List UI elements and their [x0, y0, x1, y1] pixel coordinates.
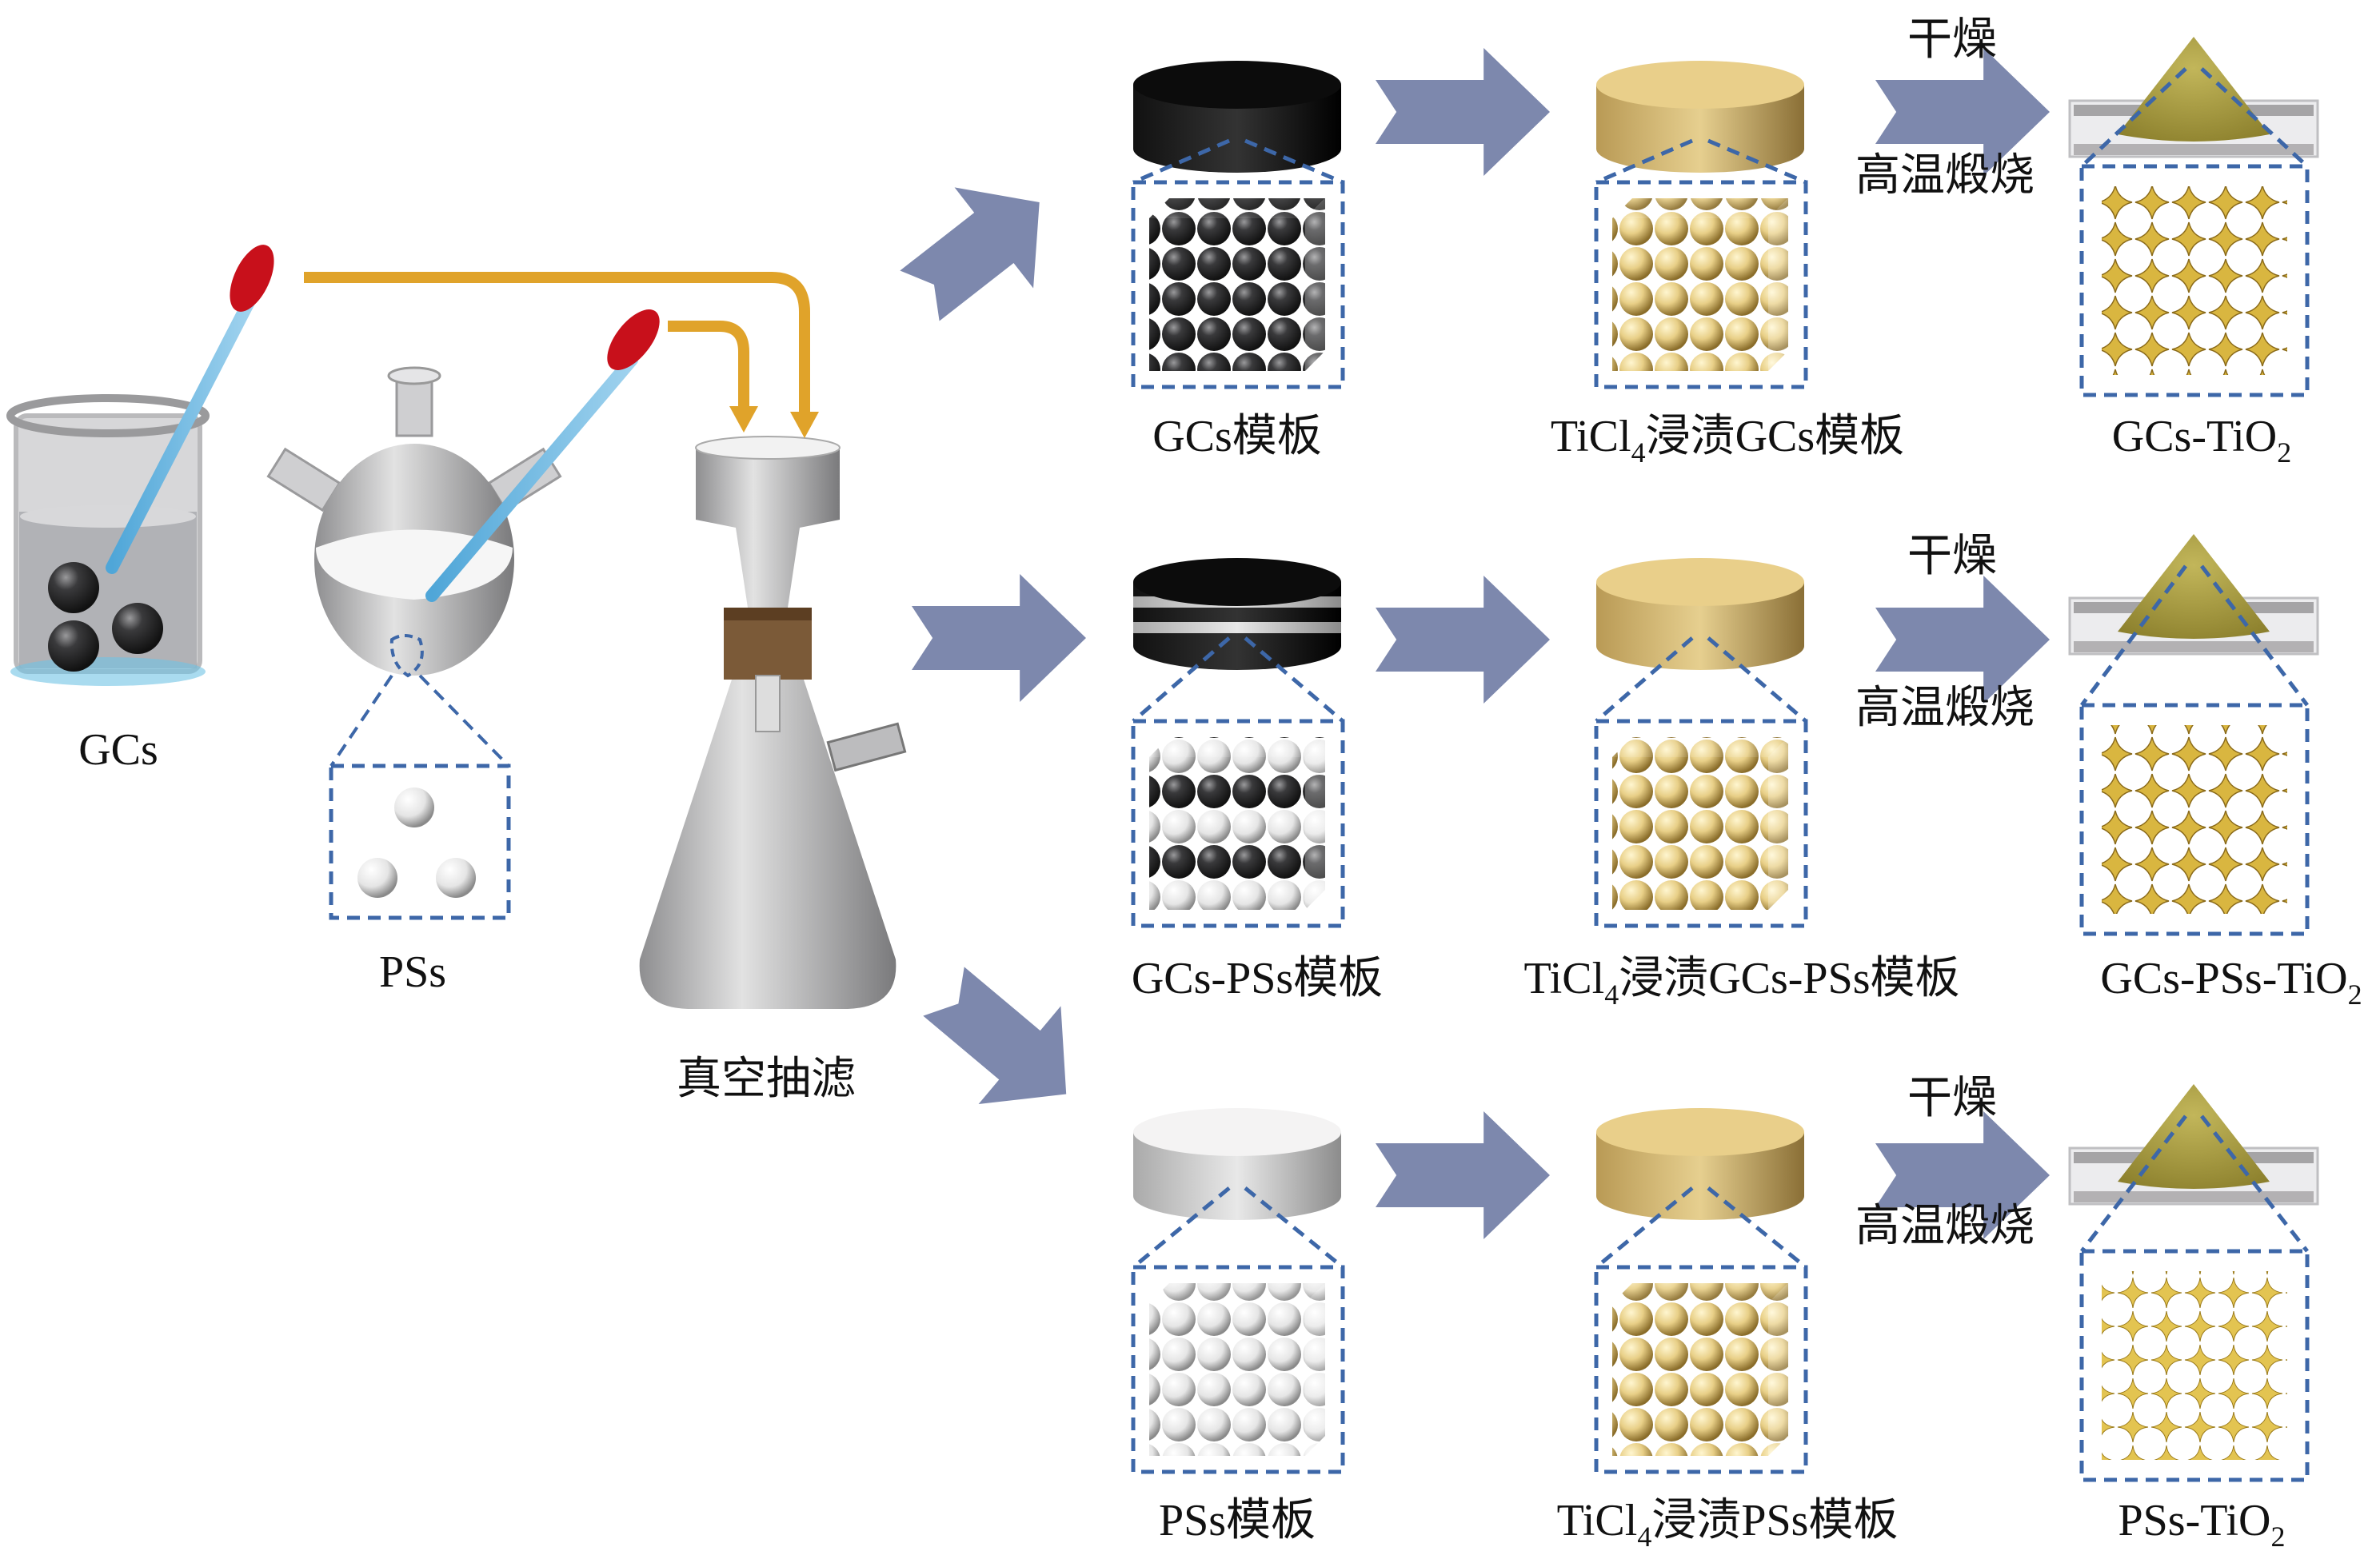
- tio2-inverse-opal-row3: [2102, 1271, 2287, 1460]
- product-powder-boat-row3: [2068, 1084, 2319, 1206]
- ps-sphere: [394, 787, 434, 827]
- pss-label: PSs: [378, 947, 447, 997]
- gcs-label: GCs: [78, 725, 158, 775]
- impregnated-zoom-box-row1: [1594, 180, 1808, 389]
- dry-label-row1: 干燥: [1907, 15, 1997, 65]
- template-label-row3: PSs模板: [1158, 1496, 1316, 1545]
- process-arrow-to-row3: [923, 967, 1067, 1104]
- impregnate-arrow-row3: [1376, 1111, 1550, 1239]
- three-neck-flask: [266, 366, 562, 678]
- dry-label-row2: 干燥: [1907, 532, 1997, 581]
- template-label-row1: GCs模板: [1152, 412, 1322, 461]
- product-powder-boat-row1: [2068, 37, 2319, 158]
- product-label-row3: PSs-TiO2: [2118, 1496, 2286, 1553]
- pipette-gcs: [106, 245, 274, 574]
- zoom-line-left-impregnated-row1: [1595, 138, 1693, 185]
- impregnated-lattice-row2: [1612, 737, 1788, 910]
- product-zoom-box-row2: [2079, 703, 2310, 936]
- zoom-line-left-impregnated-row2: [1595, 636, 1694, 723]
- impregnated-lattice-row1: [1612, 198, 1788, 371]
- tio2-inverse-opal-row1: [2102, 186, 2287, 375]
- product-zoom-box-row3: [2079, 1249, 2310, 1482]
- dry-label-row3: 干燥: [1907, 1074, 1997, 1123]
- vacuum-filtration-apparatus: [639, 436, 907, 1009]
- template-sphere-lattice-row3: [1149, 1283, 1325, 1456]
- feed-arrow-pss: [668, 321, 758, 433]
- feed-arrow-gcs: [304, 272, 819, 438]
- template-label-row2: GCs-PSs模板: [1131, 954, 1384, 1003]
- template-sphere-lattice-row1: [1149, 198, 1325, 371]
- impregnated-zoom-box-row3: [1594, 1265, 1808, 1474]
- zoom-line-right-template-row3: [1244, 1186, 1344, 1269]
- impregnate-arrow-row2: [1376, 576, 1550, 704]
- template-zoom-box-row1: [1131, 180, 1345, 389]
- zoom-line-right-impregnated-row1: [1707, 138, 1807, 185]
- zoom-line-right-impregnated-row3: [1707, 1186, 1807, 1269]
- tio2-inverse-opal-row2: [2102, 725, 2287, 914]
- zoom-line-right-product-row3: [2200, 1114, 2309, 1253]
- zoom-line-right-impregnated-row2: [1707, 636, 1807, 723]
- template-disc-row1: [1133, 61, 1341, 173]
- zoom-line-left-product-row1: [2080, 67, 2187, 168]
- template-zoom-box-row3: [1131, 1265, 1345, 1474]
- zoom-line-left-template-row1: [1132, 138, 1230, 185]
- impregnated-disc-row2: [1596, 558, 1804, 670]
- calcine-label-row2: 高温煅烧: [1855, 684, 2035, 733]
- zoom-line-right-product-row2: [2200, 564, 2309, 707]
- product-label-row2: GCs-PSs-TiO2: [2100, 954, 2362, 1011]
- gcs-sphere: [48, 620, 99, 672]
- zoom-line-right-template-row2: [1244, 636, 1344, 723]
- zoom-line-right-product-row1: [2200, 67, 2309, 168]
- zoom-line-left-product-row3: [2080, 1114, 2187, 1253]
- process-arrow-to-row2: [912, 574, 1086, 702]
- product-zoom-box-row1: [2079, 164, 2310, 397]
- vacuum-filtration-label: 真空抽滤: [677, 1055, 856, 1104]
- calcine-label-row1: 高温煅烧: [1855, 151, 2035, 201]
- pss-zoom-box: [329, 674, 511, 920]
- gcs-sphere: [48, 562, 99, 613]
- pipette-pss: [425, 309, 660, 602]
- impregnated-label-row1: TiCl4浸渍GCs模板: [1550, 412, 1905, 469]
- dry-calcine-arrow-row3: [1875, 1111, 2050, 1239]
- impregnated-disc-row3: [1596, 1108, 1804, 1220]
- impregnated-label-row3: TiCl4浸渍PSs模板: [1556, 1496, 1899, 1553]
- calcine-label-row3: 高温煅烧: [1855, 1202, 2035, 1251]
- impregnated-label-row2: TiCl4浸渍GCs-PSs模板: [1523, 954, 1960, 1011]
- template-disc-row2: [1133, 558, 1341, 670]
- product-powder-boat-row2: [2068, 534, 2319, 656]
- zoom-line-right-template-row1: [1244, 138, 1344, 185]
- product-label-row1: GCs-TiO2: [2111, 412, 2292, 469]
- impregnated-zoom-box-row2: [1594, 719, 1808, 928]
- impregnated-lattice-row3: [1612, 1283, 1788, 1456]
- dry-calcine-arrow-row2: [1875, 576, 2050, 704]
- ps-sphere: [357, 858, 397, 898]
- process-arrow-to-row1: [900, 187, 1040, 321]
- gcs-sphere: [112, 603, 163, 654]
- impregnated-disc-row1: [1596, 61, 1804, 173]
- impregnate-arrow-row1: [1376, 48, 1550, 176]
- template-disc-row3: [1133, 1108, 1341, 1220]
- template-sphere-lattice-row2: [1149, 737, 1325, 910]
- zoom-line-left-template-row2: [1132, 636, 1231, 723]
- zoom-line-left-product-row2: [2079, 564, 2188, 707]
- dry-calcine-arrow-row1: [1875, 48, 2050, 176]
- ps-sphere: [436, 858, 476, 898]
- template-zoom-box-row2: [1131, 719, 1345, 928]
